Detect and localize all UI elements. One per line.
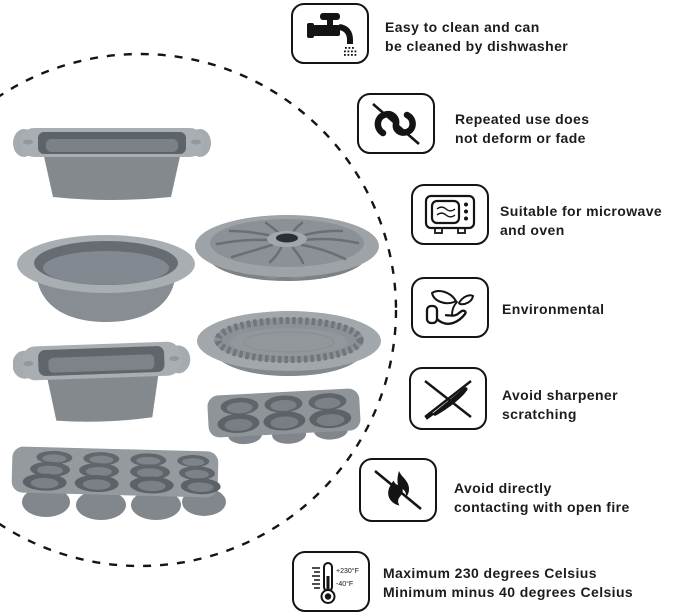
feature-line: be cleaned by dishwasher	[385, 38, 569, 54]
feature-line: Avoid sharpener	[502, 387, 618, 403]
feature-line: Easy to clean and can	[385, 19, 540, 35]
thermometer-max-label: +230°F	[336, 567, 359, 575]
no-fire-icon	[359, 458, 437, 522]
muffin-pan-12cup-image	[4, 446, 226, 522]
feature-text: Avoid sharpener scratching	[502, 386, 618, 424]
feature-line: Repeated use does	[455, 111, 590, 127]
faucet-icon	[291, 3, 369, 64]
feature-text: Avoid directly contacting with open fire	[454, 479, 630, 517]
pie-pan-image	[193, 298, 385, 394]
thermometer-min-label: -40°F	[336, 580, 353, 588]
feature-line: Avoid directly	[454, 480, 552, 496]
feature-line: contacting with open fire	[454, 499, 630, 515]
no-deform-icon	[357, 93, 435, 154]
feature-text: Easy to clean and can be cleaned by dish…	[385, 18, 568, 56]
microwave-icon	[411, 184, 489, 245]
feature-text: Maximum 230 degrees Celsius Minimum minu…	[383, 564, 633, 602]
round-cake-pan-image	[15, 228, 197, 326]
feature-line: scratching	[502, 406, 577, 422]
feature-text: Environmental	[502, 300, 604, 319]
feature-line: Suitable for microwave	[500, 203, 663, 219]
eco-hand-icon	[411, 277, 489, 338]
feature-line: not deform or fade	[455, 130, 586, 146]
loaf-pan-image	[13, 118, 211, 202]
feature-line: Environmental	[502, 301, 605, 317]
bundt-pan-image	[190, 203, 384, 293]
no-knife-icon	[409, 367, 487, 430]
square-pan-image	[13, 336, 191, 426]
feature-line: Maximum 230 degrees Celsius	[383, 565, 597, 581]
feature-line: and oven	[500, 222, 565, 238]
feature-line: Minimum minus 40 degrees Celsius	[383, 584, 634, 600]
feature-text: Suitable for microwave and oven	[500, 202, 662, 240]
muffin-pan-6cup-image	[202, 388, 366, 450]
thermometer-icon: +230°F -40°F	[292, 551, 370, 612]
feature-text: Repeated use does not deform or fade	[455, 110, 589, 148]
